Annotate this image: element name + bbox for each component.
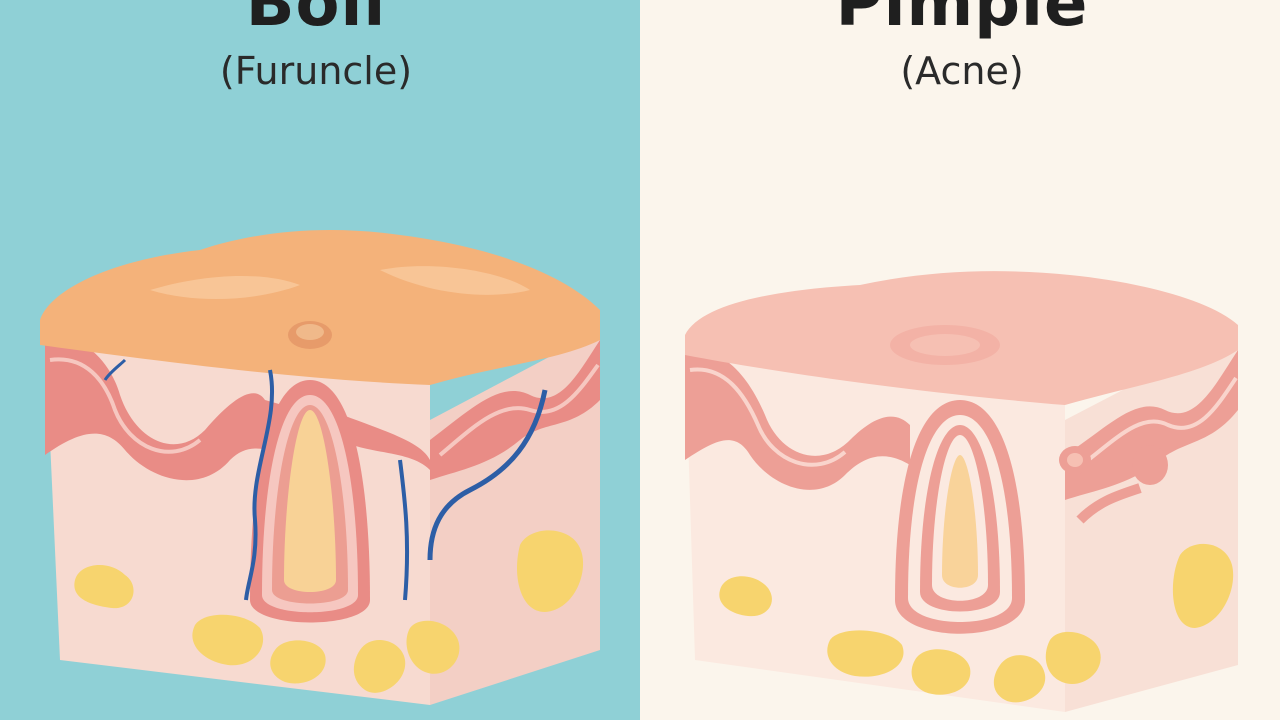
pimple-subtitle: (Acne) bbox=[900, 49, 1024, 93]
pimple-skin-illustration bbox=[640, 0, 1280, 720]
boil-subtitle: (Furuncle) bbox=[219, 49, 413, 93]
pimple-panel: Pimple (Acne) bbox=[640, 0, 1280, 720]
boil-skin-illustration bbox=[0, 0, 640, 720]
boil-panel: Boil (Furuncle) bbox=[0, 0, 640, 720]
boil-title: Boil bbox=[245, 0, 387, 41]
pimple-title: Pimple bbox=[835, 0, 1089, 41]
